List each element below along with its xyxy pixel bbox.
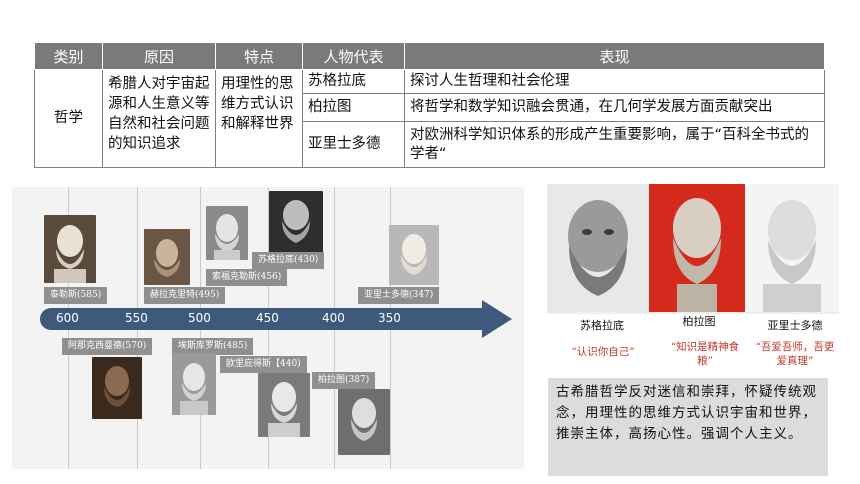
cell-expression: 探讨人生哲理和社会伦理 <box>404 69 825 94</box>
table-row: 亚里士多德 对欧洲科学知识体系的形成产生重要影响，属于“百科全书式的学者“ <box>35 121 825 168</box>
label-aeschylus: 埃斯库罗斯(485) <box>172 338 254 355</box>
philosopher-timeline: 泰勒斯(585) 赫拉克里特(495) 索福克勒斯(456) 苏格拉底(430)… <box>12 187 524 469</box>
tick-label: 450 <box>256 311 279 325</box>
table-header-row: 类别 原因 特点 人物代表 表现 <box>34 42 825 70</box>
table-row: 柏拉图 将哲学和数学知识融会贯通，在几何学发展方面贡献突出 <box>35 93 825 122</box>
header-reason: 原因 <box>102 42 216 70</box>
bust-plato <box>649 184 745 312</box>
timeline-arrow-bar <box>40 308 485 330</box>
cell-person: 苏格拉底 <box>302 69 405 94</box>
label-aristotle: 亚里士多德(347) <box>358 287 440 304</box>
label-anaximander: 阿那克西曼德(570) <box>62 338 153 355</box>
tick-label: 600 <box>56 311 79 325</box>
cell-expression: 将哲学和数学知识融会贯通，在几何学发展方面贡献突出 <box>404 93 825 122</box>
portrait-euripides <box>258 373 310 437</box>
philosophy-table: 类别 原因 特点 人物代表 表现 哲学 希腊人对宇宙起源和人生意义等自然和社会问… <box>34 42 825 168</box>
summary-box: 古希腊哲学反对迷信和崇拜，怀疑传统观念，用理性的思维方式认识宇宙和世界，推崇主体… <box>548 378 828 476</box>
portrait-socrates-timeline <box>269 191 323 253</box>
portrait-anaximander <box>92 357 142 419</box>
quote-socrates: “认识你自己” <box>571 346 635 358</box>
tick-label: 400 <box>322 311 345 325</box>
bust-name-socrates: 苏格拉底 <box>580 319 624 332</box>
tick-label: 350 <box>378 311 401 325</box>
three-philosophers-panel <box>547 184 839 314</box>
bust-name-aristotle: 亚里士多德 <box>767 319 823 332</box>
label-socrates: 苏格拉底(430) <box>252 252 325 269</box>
quote-aristotle: “吾爱吾师，吾更爱真理” <box>755 341 835 367</box>
bust-socrates <box>547 184 649 312</box>
label-sophocles: 索福克勒斯(456) <box>206 269 288 286</box>
portrait-heraclitus <box>144 229 190 285</box>
bust-aristotle <box>745 184 839 312</box>
header-expression: 表现 <box>404 42 825 70</box>
portrait-thales <box>44 215 96 283</box>
label-plato: 柏拉图(387) <box>312 372 376 389</box>
header-category: 类别 <box>34 42 103 70</box>
quote-plato: “知识是精神食粮” <box>670 341 740 367</box>
portrait-sophocles <box>206 206 248 260</box>
cell-person: 亚里士多德 <box>302 121 405 168</box>
portrait-aristotle-timeline <box>389 225 439 285</box>
timeline-arrow-head <box>482 300 512 338</box>
tick-label: 550 <box>125 311 148 325</box>
label-heraclitus: 赫拉克里特(495) <box>144 287 226 304</box>
portrait-aeschylus <box>172 353 216 415</box>
header-feature: 特点 <box>215 42 303 70</box>
table-row: 哲学 希腊人对宇宙起源和人生意义等自然和社会问题的知识追求 用理性的思维方式认识… <box>34 69 825 168</box>
cell-expression: 对欧洲科学知识体系的形成产生重要影响，属于“百科全书式的学者“ <box>404 121 825 168</box>
label-thales: 泰勒斯(585) <box>44 287 108 304</box>
portrait-plato-timeline <box>338 389 390 455</box>
bust-name-plato: 柏拉图 <box>682 315 716 328</box>
tick-label: 500 <box>188 311 211 325</box>
cell-category: 哲学 <box>34 69 103 168</box>
label-euripides: 欧里庇得斯【440) <box>220 356 307 373</box>
header-person: 人物代表 <box>302 42 405 70</box>
cell-feature: 用理性的思维方式认识和解释世界 <box>215 69 303 168</box>
cell-reason: 希腊人对宇宙起源和人生意义等自然和社会问题的知识追求 <box>102 69 216 168</box>
cell-person: 柏拉图 <box>302 93 405 122</box>
